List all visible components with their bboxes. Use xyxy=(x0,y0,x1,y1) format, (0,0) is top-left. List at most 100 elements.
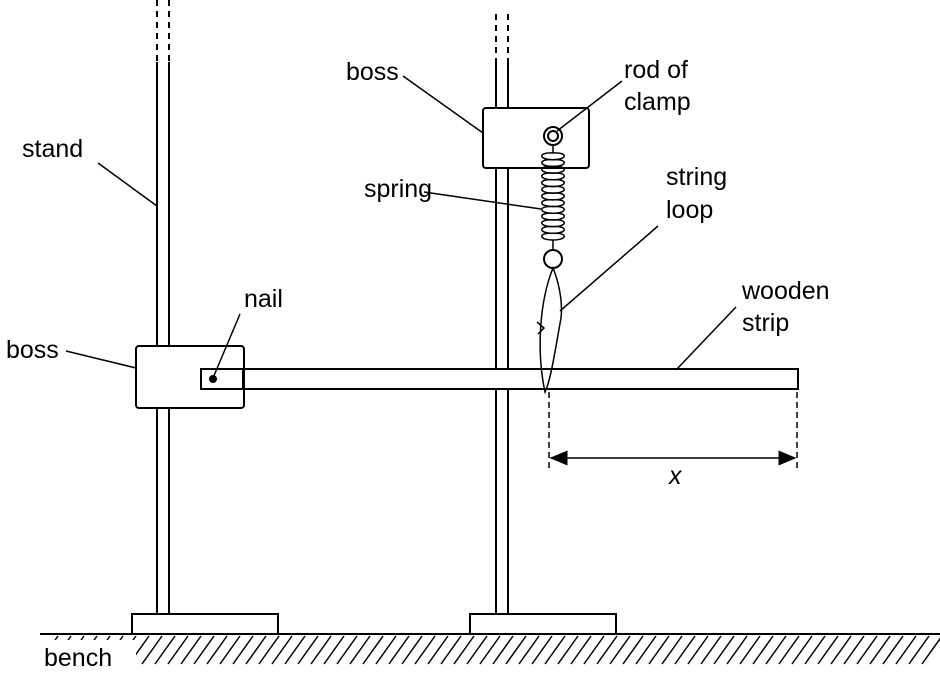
spring xyxy=(541,145,565,269)
bench-hatch xyxy=(752,635,774,665)
bench-hatch xyxy=(765,635,787,665)
right-stand-base xyxy=(469,613,617,635)
spring-coil xyxy=(541,179,565,188)
nail-dot xyxy=(209,375,217,383)
bench-hatch xyxy=(518,635,540,665)
spring-hook-ball xyxy=(543,249,563,269)
bench-hatch xyxy=(895,635,917,665)
bench-hatch xyxy=(375,635,397,665)
label-stand: stand xyxy=(22,135,83,163)
bench-hatch xyxy=(336,635,358,665)
bench-hatch xyxy=(739,635,761,665)
bench-hatch xyxy=(635,635,657,665)
bench-hatch xyxy=(700,635,722,665)
spring-coil xyxy=(541,158,565,168)
bench-surface xyxy=(36,633,940,674)
label-x: x xyxy=(668,462,683,490)
distance-x-marker xyxy=(548,392,798,472)
spring-coil xyxy=(541,192,565,201)
bench-hatch xyxy=(401,635,423,665)
bench-hatch xyxy=(778,635,800,665)
spring-coil xyxy=(541,232,565,241)
bench-hatch xyxy=(193,635,215,665)
bench-hatch xyxy=(804,635,826,665)
label-strip-line1: wooden xyxy=(741,277,830,305)
top-boss xyxy=(482,107,590,169)
bench-hatch xyxy=(479,635,501,665)
spring-coil xyxy=(541,165,565,174)
spring-coil xyxy=(541,205,565,214)
bench-hatch xyxy=(544,635,566,665)
bench-hatch xyxy=(908,635,930,665)
bench-hatch xyxy=(453,635,475,665)
left-boss xyxy=(135,345,245,409)
label-spring: spring xyxy=(364,175,432,203)
bench-hatch xyxy=(466,635,488,665)
leader-boss-top xyxy=(402,75,484,134)
bench-hatch xyxy=(232,635,254,665)
left-stand xyxy=(131,0,279,635)
string-loop xyxy=(536,266,563,395)
spring-coil xyxy=(541,212,565,221)
label-rod-line2: clamp xyxy=(624,88,691,116)
bench-hatch xyxy=(791,635,813,665)
label-nail: nail xyxy=(244,285,283,313)
bench-hatch xyxy=(258,635,280,665)
bench-hatch xyxy=(557,635,579,665)
bench-hatch xyxy=(440,635,462,665)
bench-hatch xyxy=(167,635,189,665)
bench-hatch xyxy=(674,635,696,665)
bench-hatch xyxy=(180,635,202,665)
leader-nail xyxy=(212,313,241,379)
bench-hatch xyxy=(843,635,865,665)
bench-hatch xyxy=(245,635,267,665)
bench-hatch xyxy=(661,635,683,665)
spring-coil xyxy=(541,172,565,181)
bench-hatch xyxy=(388,635,410,665)
bench-hatch xyxy=(609,635,631,665)
bench-hatch xyxy=(921,637,940,665)
leader-lines xyxy=(65,75,737,379)
bench-hatch xyxy=(310,635,332,665)
leader-stand xyxy=(97,162,158,207)
bench-hatch xyxy=(648,635,670,665)
bench-hatch xyxy=(362,635,384,665)
leader-string xyxy=(559,225,659,312)
label-strip-line2: strip xyxy=(742,309,789,337)
bench-hatch xyxy=(869,635,891,665)
leader-rod xyxy=(556,80,623,132)
bench-hatch xyxy=(817,635,839,665)
spring-coil xyxy=(541,219,565,228)
bench-hatch xyxy=(726,635,748,665)
spring-coil xyxy=(541,225,565,235)
bench-hatch xyxy=(323,635,345,665)
bench-hatch xyxy=(531,635,553,665)
bench-hatch xyxy=(856,635,878,665)
bench-hatch xyxy=(596,635,618,665)
bench-hatch xyxy=(505,635,527,665)
label-rod-line1: rod of xyxy=(624,56,688,84)
leader-strip xyxy=(675,306,737,371)
bench-hatch xyxy=(570,635,592,665)
bench-hatch xyxy=(492,635,514,665)
label-bench: bench xyxy=(44,644,112,672)
spring-coil xyxy=(541,185,565,194)
bench-hatch xyxy=(427,635,449,665)
bench-hatch xyxy=(271,635,293,665)
left-stand-base xyxy=(131,613,279,635)
bench-hatch xyxy=(141,635,163,665)
bench-hatch xyxy=(583,635,605,665)
bench-hatch xyxy=(830,635,852,665)
leader-spring xyxy=(423,191,542,210)
bench-hatch xyxy=(297,635,319,665)
clamp-rod-inner xyxy=(547,130,559,142)
label-string-line2: loop xyxy=(666,196,713,224)
bench-hatch xyxy=(349,635,371,665)
right-stand xyxy=(469,14,617,635)
bench-hatch xyxy=(622,635,644,665)
label-boss-left: boss xyxy=(6,336,59,364)
leader-boss-left xyxy=(65,350,137,369)
bench-hatch xyxy=(687,635,709,665)
